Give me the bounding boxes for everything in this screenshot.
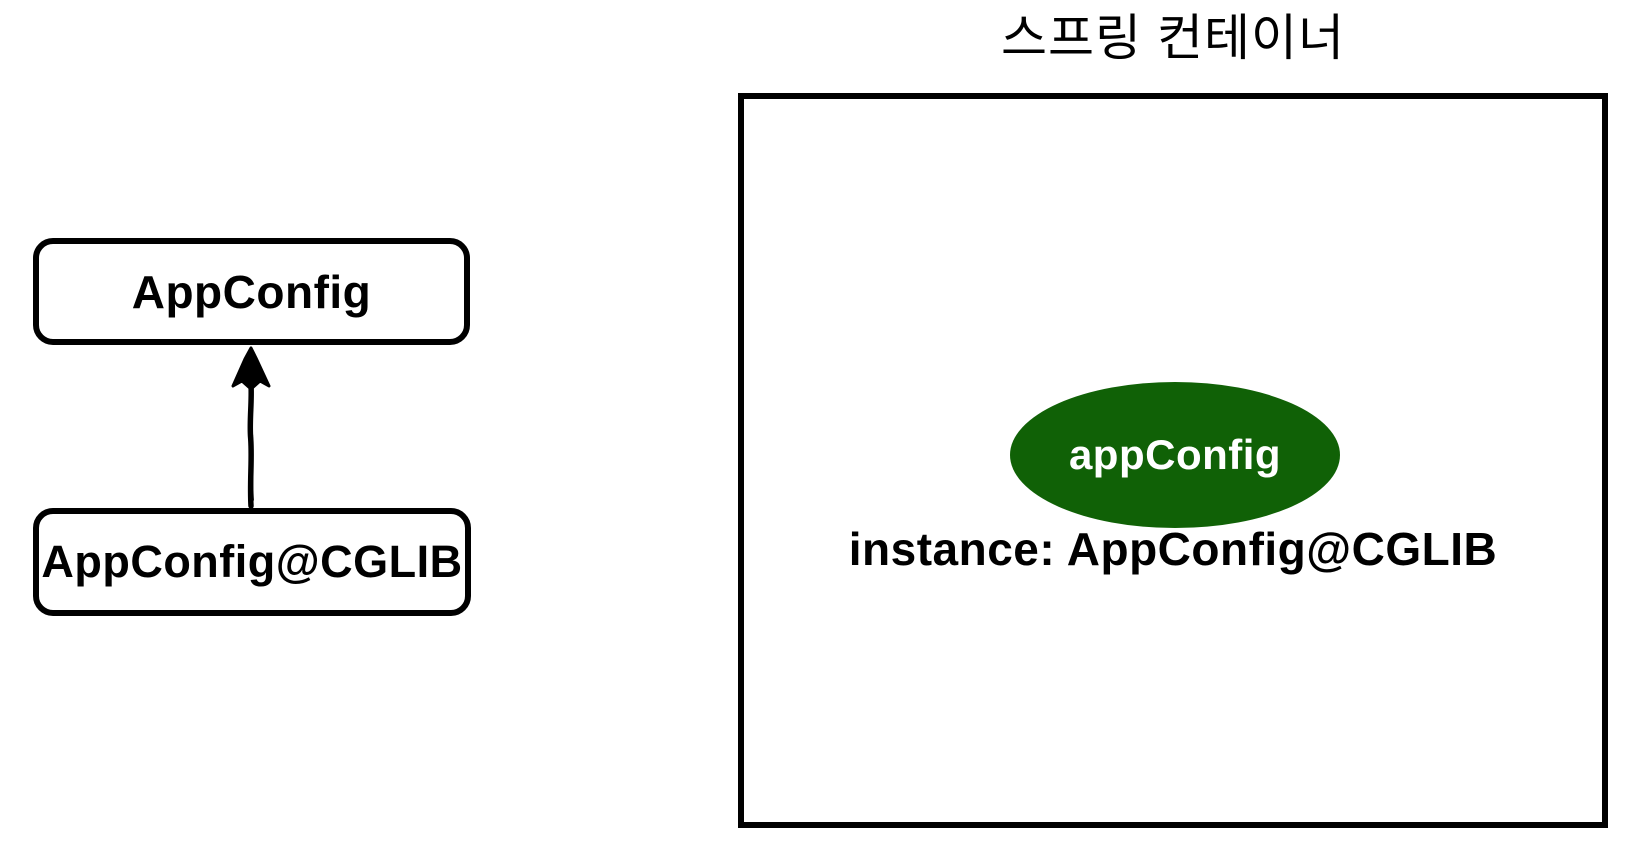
bean-name-label: appConfig <box>1068 431 1282 478</box>
spring-container-title: 스프링 컨테이너 <box>1001 10 1345 66</box>
subclass-label: AppConfig@CGLIB <box>41 536 463 587</box>
arrowhead <box>231 346 271 391</box>
bean-ellipse-appconfig: appConfig <box>1010 382 1340 528</box>
superclass-label: AppConfig <box>131 265 372 318</box>
superclass-box-appconfig: AppConfig <box>33 238 470 345</box>
subclass-box-appconfig-cglib: AppConfig@CGLIB <box>33 508 471 616</box>
arrow-shaft <box>247 381 254 509</box>
inheritance-arrow-icon <box>231 346 271 509</box>
arrow-shaft-rough <box>250 427 254 501</box>
bean-instance-label: instance: AppConfig@CGLIB <box>848 523 1498 575</box>
